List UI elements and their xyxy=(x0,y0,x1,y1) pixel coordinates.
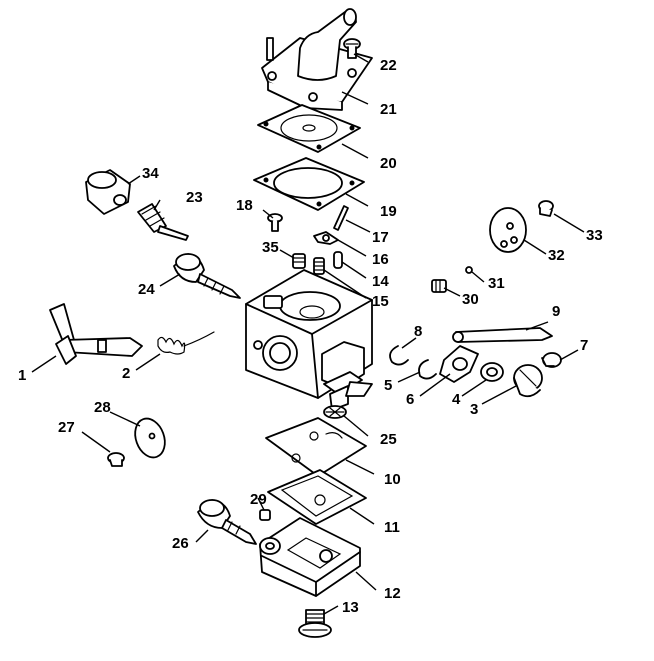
part-9-choke-shaft xyxy=(452,327,553,343)
callout-34: 34 xyxy=(142,165,159,182)
callout-16: 16 xyxy=(372,251,389,268)
callout-27: 27 xyxy=(58,419,75,436)
part-12-cover xyxy=(259,517,361,597)
callout-21: 21 xyxy=(380,101,397,118)
callout-6: 6 xyxy=(406,391,414,408)
callout-labels: 22 21 20 19 17 16 14 15 18 35 23 34 24 1… xyxy=(18,57,603,616)
part-3-knob xyxy=(513,364,543,398)
callout-4: 4 xyxy=(452,391,461,408)
part-13-screw xyxy=(298,609,332,638)
part-4-washer xyxy=(480,362,504,382)
callout-33: 33 xyxy=(586,227,603,244)
part-19-gasket xyxy=(253,157,365,211)
part-8-eclip xyxy=(389,345,409,366)
callout-3: 3 xyxy=(470,401,478,418)
part-10-diaphragm xyxy=(265,417,367,477)
part-15-spring xyxy=(313,257,325,275)
part-30-spring xyxy=(431,279,447,293)
callout-10: 10 xyxy=(384,471,401,488)
part-26-adjust-screw xyxy=(197,499,257,545)
part-35-spring xyxy=(292,253,306,269)
part-18-screw xyxy=(267,213,283,232)
leader-lines xyxy=(31,53,585,615)
part-28-plate xyxy=(134,417,166,459)
callout-35: 35 xyxy=(262,239,279,256)
callout-5: 5 xyxy=(384,377,392,394)
callout-8: 8 xyxy=(414,323,422,340)
callout-13: 13 xyxy=(342,599,359,616)
part-29-plug xyxy=(259,509,271,521)
part-25-strainer xyxy=(323,405,347,419)
callout-14: 14 xyxy=(372,273,389,290)
part-34-cap xyxy=(85,169,131,215)
callout-31: 31 xyxy=(488,275,505,292)
callout-7: 7 xyxy=(580,337,588,354)
part-23-adjust-screw xyxy=(137,203,189,241)
callout-25: 25 xyxy=(380,431,397,448)
callout-30: 30 xyxy=(462,291,479,308)
callout-24: 24 xyxy=(138,281,155,298)
part-6-lever xyxy=(439,345,479,383)
part-14-needle xyxy=(333,251,343,269)
callout-9: 9 xyxy=(552,303,560,320)
part-16-lever xyxy=(313,231,339,245)
part-22-screw xyxy=(343,38,361,59)
callout-20: 20 xyxy=(380,155,397,172)
callout-1: 1 xyxy=(18,367,26,384)
callout-29: 29 xyxy=(250,491,267,508)
part-32-plate xyxy=(489,207,527,253)
part-1-throttle-shaft xyxy=(49,303,143,365)
part-21-cover xyxy=(261,8,373,111)
part-20-diaphragm xyxy=(257,104,361,153)
callout-26: 26 xyxy=(172,535,189,552)
callout-11: 11 xyxy=(384,519,400,536)
carburetor-body xyxy=(245,269,373,411)
part-7-screw xyxy=(541,352,562,368)
callout-19: 19 xyxy=(380,203,397,220)
part-11-gasket xyxy=(267,469,367,525)
callout-12: 12 xyxy=(384,585,401,602)
callout-23: 23 xyxy=(186,189,203,206)
part-17-pin xyxy=(333,205,349,231)
part-33-screw xyxy=(538,200,554,217)
part-27-screw xyxy=(107,452,125,467)
callout-18: 18 xyxy=(236,197,253,214)
callout-2: 2 xyxy=(122,365,130,382)
part-5-eclip xyxy=(418,359,437,380)
callout-28: 28 xyxy=(94,399,111,416)
callout-22: 22 xyxy=(380,57,397,74)
part-24-adjust-screw xyxy=(173,253,241,299)
callout-17: 17 xyxy=(372,229,389,246)
part-31-ball xyxy=(465,266,473,274)
callout-32: 32 xyxy=(548,247,565,264)
part-2-torsion-spring xyxy=(157,331,215,355)
callout-15: 15 xyxy=(372,293,389,310)
